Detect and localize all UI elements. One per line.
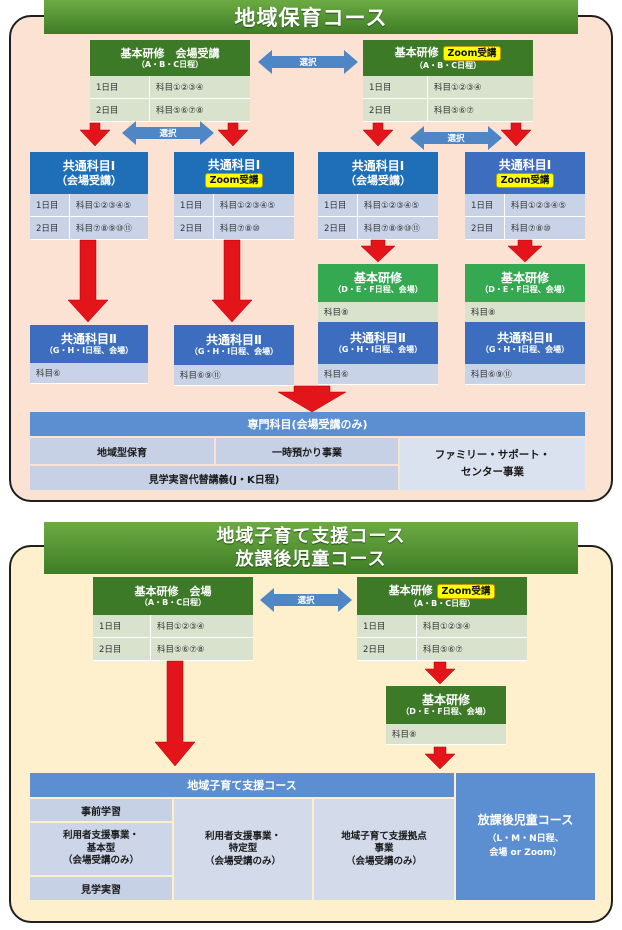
s1-kyotsu2-b: 共通科目Ⅱ （G・H・I日程、会場） 科目⑥⑨⑪: [174, 325, 294, 386]
zoom-badge: Zoom受講: [442, 45, 502, 61]
s1-kyotsu1-a: 共通科目Ⅰ （会場受講） 1日目科目①②③④⑤ 2日目科目⑦⑧⑨⑩⑪: [30, 152, 148, 240]
s1-senmon-kengaku: 見学実習代替講義(J・K日程): [30, 466, 398, 490]
s1-senmon-ichiji: 一時預かり事業: [216, 438, 398, 464]
table-row: 1日目科目①②③④⑤: [30, 194, 148, 217]
s1-kyotsu2-d: 共通科目Ⅱ （G・H・I日程、会場） 科目⑥⑨⑪: [465, 322, 585, 385]
s1-kihon-zoom-box: 基本研修 Zoom受講 （A・B・C日程） 1日目科目①②③④ 2日目科目⑤⑥⑦: [363, 40, 533, 122]
s1-kihon-zoom-title: 基本研修: [394, 45, 439, 59]
table-row: 1日目科目①②③④⑤: [318, 194, 438, 217]
table-row: 1日目科目①②③④⑤: [174, 194, 294, 217]
s1-kihon-def-c: 基本研修 （D・E・F日程、会場） 科目⑧: [318, 264, 438, 323]
s2-kosodate-kengaku: 見学実習: [30, 877, 172, 900]
table-row: 2日目科目⑦⑧⑩: [174, 217, 294, 240]
s2-kihon-venue-box: 基本研修 会場 （A・B・C日程） 1日目科目①②③④ 2日目科目⑤⑥⑦⑧: [93, 577, 253, 661]
zoom-badge: Zoom受講: [436, 583, 496, 599]
table-row: 2日目科目⑤⑥⑦: [363, 99, 533, 122]
s2-kosodate-jizen: 事前学習: [30, 799, 172, 821]
table-row: 2日目科目⑤⑥⑦: [357, 638, 527, 661]
s2-houkago-sub: （L・M・N日程、 会場 or Zoom）: [487, 834, 564, 858]
table-row: 1日目科目①②③④: [363, 76, 533, 99]
table-row: 2日目科目⑤⑥⑦⑧: [90, 99, 250, 122]
s1-kihon-venue-title: 基本研修 会場受講: [120, 46, 220, 60]
s1-kyotsu1-d: 共通科目Ⅰ Zoom受講 1日目科目①②③④⑤ 2日目科目⑦⑧⑩: [465, 152, 585, 240]
s2-kosodate-header: 地域子育て支援コース: [30, 773, 454, 797]
s2-kosodate-tokuteigata: 利用者支援事業・ 特定型 （会場受講のみ）: [174, 799, 312, 900]
s2-kosodate-kihongata: 利用者支援事業・ 基本型 （会場受講のみ）: [30, 823, 172, 875]
s1-kihon-def-d: 基本研修 （D・E・F日程、会場） 科目⑧: [465, 264, 585, 323]
s1-kihon-venue-box: 基本研修 会場受講 （A・B・C日程） 1日目科目①②③④ 2日目科目⑤⑥⑦⑧: [90, 40, 250, 122]
zoom-badge: Zoom受講: [204, 172, 264, 188]
s1-kihon-zoom-sub: （A・B・C日程）: [414, 60, 482, 70]
table-row: 1日目科目①②③④: [93, 615, 253, 638]
s2-houkago-title: 放課後児童コース: [477, 812, 574, 827]
section2-title-line1: 地域子育て支援コース: [216, 526, 406, 547]
section2-title: 地域子育て支援コース 放課後児童コース: [44, 522, 578, 574]
table-row: 2日目科目⑦⑧⑩: [465, 217, 585, 240]
zoom-badge: Zoom受講: [495, 172, 555, 188]
s1-kyotsu2-c: 共通科目Ⅱ （G・H・I日程、会場） 科目⑥: [318, 322, 438, 385]
s2-kihon-zoom-box: 基本研修 Zoom受講 （A・B・C日程） 1日目科目①②③④ 2日目科目⑤⑥⑦: [357, 577, 527, 661]
s1-kyotsu1-b: 共通科目Ⅰ Zoom受講 1日目科目①②③④⑤ 2日目科目⑦⑧⑩: [174, 152, 294, 240]
table-row: 1日目科目①②③④: [357, 615, 527, 638]
table-row: 2日目科目⑤⑥⑦⑧: [93, 638, 253, 661]
s1-kyotsu2-a: 共通科目Ⅱ （G・H・I日程、会場） 科目⑥: [30, 325, 148, 384]
s1-kyotsu1-c: 共通科目Ⅰ （会場受講） 1日目科目①②③④⑤ 2日目科目⑦⑧⑨⑩⑪: [318, 152, 438, 240]
table-row: 2日目科目⑦⑧⑨⑩⑪: [318, 217, 438, 240]
s1-senmon-header: 専門科目(会場受講のみ): [30, 412, 585, 436]
s2-kihon-def: 基本研修 （D・E・F日程、会場） 科目⑧: [386, 686, 506, 745]
s2-kosodate-kyoten: 地域子育て支援拠点 事業 （会場受講のみ）: [314, 799, 454, 900]
table-row: 2日目科目⑦⑧⑨⑩⑪: [30, 217, 148, 240]
table-row: 1日目科目①②③④: [90, 76, 250, 99]
section1-title: 地域保育コース: [44, 0, 578, 34]
s1-senmon-chiiki: 地域型保育: [30, 438, 214, 464]
section2-title-line2: 放課後児童コース: [235, 549, 387, 570]
s2-houkago-box: 放課後児童コース （L・M・N日程、 会場 or Zoom）: [456, 773, 595, 900]
s1-kihon-venue-sub: （A・B・C日程）: [136, 59, 204, 69]
table-row: 1日目科目①②③④⑤: [465, 194, 585, 217]
s1-senmon-family: ファミリー・サポート・ センター事業: [400, 438, 585, 490]
